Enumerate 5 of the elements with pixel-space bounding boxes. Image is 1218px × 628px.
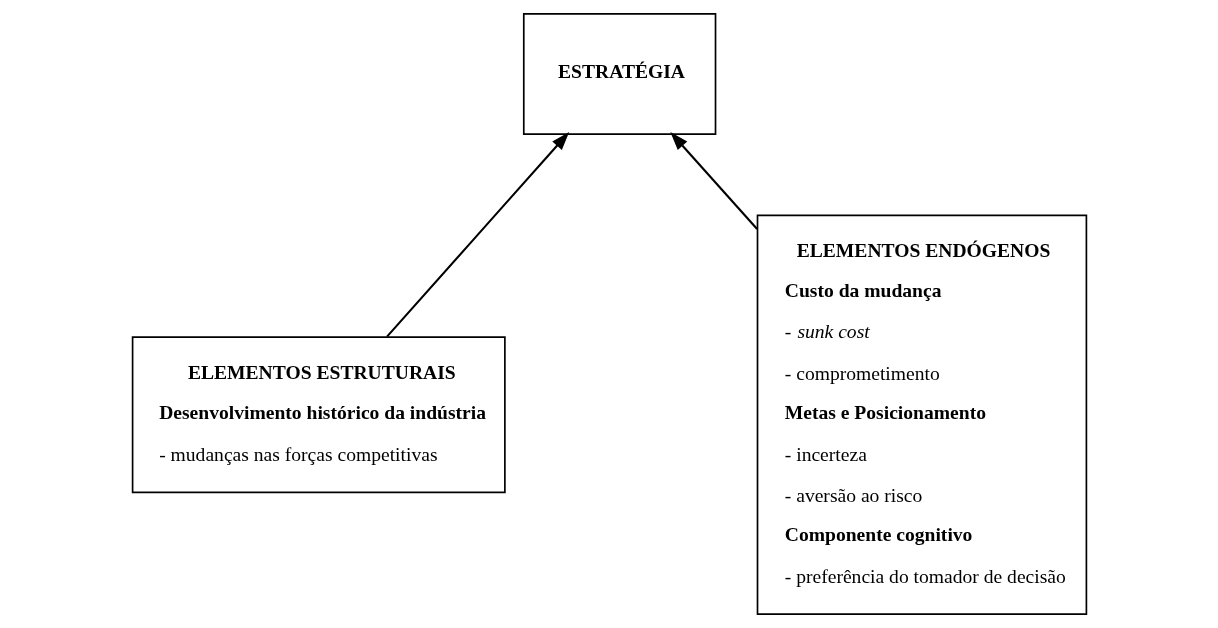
node-box: ELEMENTOS ENDÓGENOS Custo da mudança - sunk cost - comprometimento Metas e Posicionamento - incerteza - aversão ao risco Componente cognitivo - preferência do tomador de decisão xyxy=(756,214,1087,616)
arrow xyxy=(385,132,569,338)
arrow xyxy=(669,132,758,230)
node-box: ELEMENTOS ESTRUTURAIS Desenvolvimento histórico da indústria - mudanças nas forças competitivas xyxy=(131,336,506,494)
node-box: ESTRATÉGIA xyxy=(522,12,716,135)
